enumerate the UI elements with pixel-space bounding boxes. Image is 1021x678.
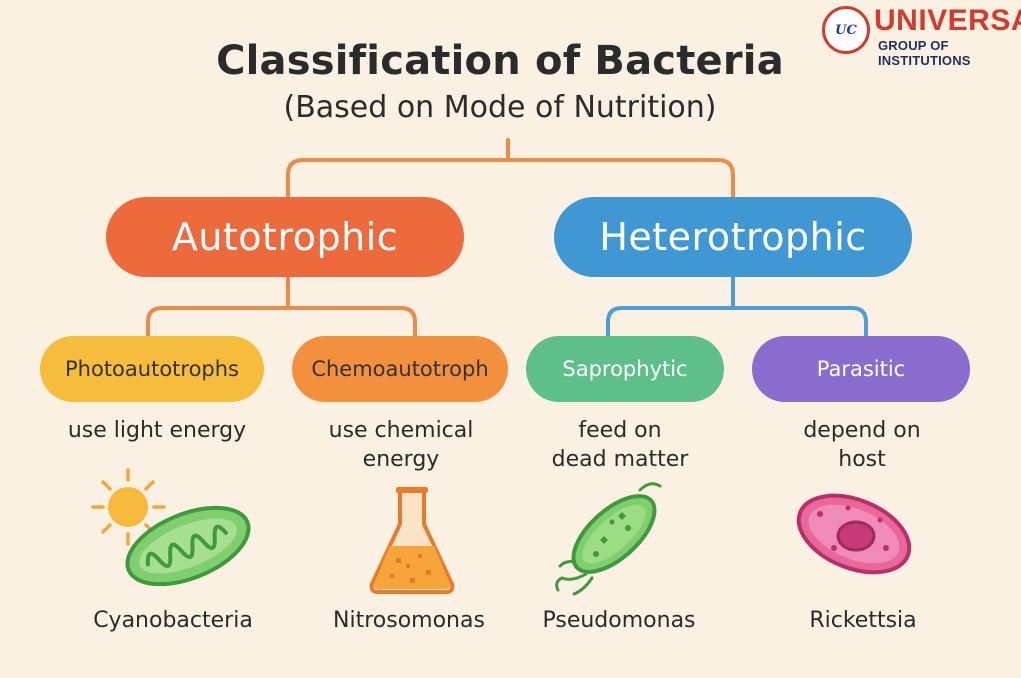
logo-tagline: GROUP OF INSTITUTIONS: [878, 38, 971, 68]
photoautotrophs-description: use light energy: [40, 416, 274, 445]
heterotrophic-connector: [606, 273, 868, 342]
root-connector: [286, 138, 735, 202]
chemoautotroph-node: Chemoautotroph: [292, 336, 508, 402]
parasitic-description: depend on host: [752, 416, 972, 474]
description-line: energy: [362, 447, 440, 472]
description-line: use light energy: [67, 418, 247, 443]
parasitic-node: Parasitic: [752, 336, 970, 402]
flagellated-bacterium-icon: [555, 482, 662, 596]
flask-icon: [369, 487, 455, 594]
page-title: Classification of Bacteria: [216, 38, 784, 84]
autotrophic-node: Autotrophic: [106, 197, 464, 277]
sun-cyanobacterium-icon: [91, 468, 251, 587]
chemoautotroph-description: use chemical energy: [290, 416, 512, 474]
institution-logo: UC UNIVERSAL GROUP OF INSTITUTIONS: [822, 4, 1021, 68]
heterotrophic-node: Heterotrophic: [554, 197, 912, 277]
page-subtitle: (Based on Mode of Nutrition): [283, 90, 717, 125]
rickettsia-label: Rickettsia: [809, 608, 917, 633]
logo-emblem-icon: UC: [822, 6, 870, 54]
description-line: feed on: [578, 418, 662, 443]
saprophytic-node: Saprophytic: [526, 336, 724, 402]
description-line: depend on: [803, 418, 921, 443]
logo-name: UNIVERSAL: [874, 4, 1021, 37]
cyanobacteria-label: Cyanobacteria: [93, 608, 253, 633]
rickettsia-cell-icon: [796, 493, 912, 575]
description-line: host: [838, 447, 886, 472]
description-line: dead matter: [551, 447, 689, 472]
saprophytic-description: feed on dead matter: [520, 416, 720, 474]
photoautotrophs-node: Photoautotrophs: [40, 336, 264, 402]
pseudomonas-label: Pseudomonas: [542, 608, 696, 633]
description-line: use chemical: [328, 418, 474, 443]
nitrosomonas-label: Nitrosomonas: [333, 608, 485, 633]
autotrophic-connector: [146, 273, 417, 342]
